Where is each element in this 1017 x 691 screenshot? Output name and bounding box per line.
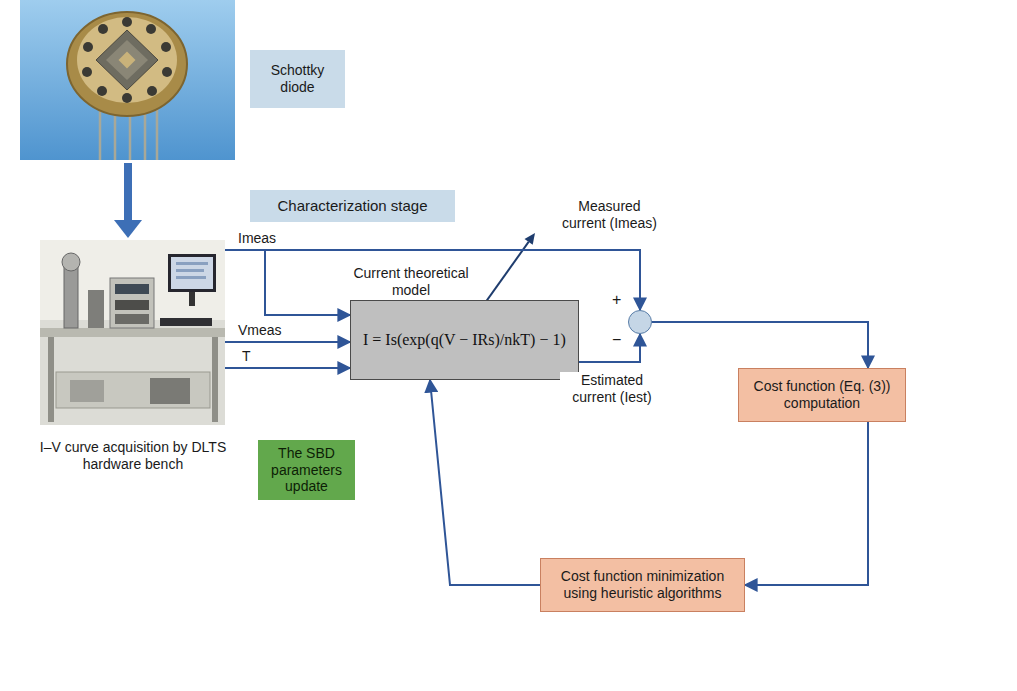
- edge-label: T: [240, 348, 253, 365]
- bench-photo-part: [176, 262, 208, 265]
- edge-label: Vmeas: [236, 322, 284, 339]
- diode-photo-part: [114, 110, 117, 160]
- bench-node: I–V curve acquisition by DLTS hardware b…: [40, 240, 225, 425]
- node-text: The SBD parameters update: [264, 445, 349, 495]
- diode-photo: [20, 0, 235, 160]
- bench-photo-part: [171, 257, 213, 289]
- stage-arrow: [114, 163, 142, 238]
- bench-photo-part: [212, 337, 218, 422]
- summing-junction: +−: [628, 310, 652, 334]
- update-box: The SBD parameters update: [258, 440, 355, 500]
- bench-photo-part: [48, 337, 54, 422]
- bench-photo-part: [168, 254, 216, 292]
- node-subtext: I = Is(exp(q(V − IRs)/nkT) − 1): [363, 330, 566, 349]
- bench-photo-part: [88, 290, 104, 328]
- diode-photo-part: [162, 67, 172, 77]
- diode-photo-part: [129, 110, 132, 160]
- bench-photo-part: [150, 378, 190, 404]
- signal-arrow: [430, 380, 540, 585]
- signal-arrow: [745, 422, 868, 585]
- edge-label: Estimated current (Iest): [560, 372, 664, 406]
- diode-photo-part: [144, 110, 147, 160]
- bench-photo-part: [62, 253, 80, 271]
- diode-photo-part: [161, 42, 171, 52]
- node-text: Cost function minimization using heurist…: [547, 568, 738, 602]
- diode-photo-part: [122, 93, 132, 103]
- bench-photo-part: [40, 240, 225, 425]
- diode-photo-part: [67, 12, 187, 116]
- signal-label: Imeas: [236, 230, 278, 247]
- signal-arrow: [225, 250, 350, 315]
- bench-photo-part: [40, 328, 225, 337]
- diode-photo-part: [96, 30, 158, 90]
- parameter-update-arrow-part: [525, 233, 536, 245]
- stage-arrow-part: [114, 220, 142, 238]
- diode-photo-part: [97, 86, 107, 96]
- diode-photo-part: [106, 40, 148, 80]
- diode-photo-part: [83, 42, 93, 52]
- diode-photo-part: [99, 108, 102, 160]
- bench-photo-part: [110, 278, 154, 328]
- stage-arrow-part: [124, 163, 132, 222]
- process-box: Cost function minimization using heurist…: [540, 558, 745, 612]
- model-box: Current theoretical modelI = Is(exp(q(V …: [350, 300, 579, 380]
- bench-photo-part: [56, 372, 210, 408]
- diode-photo-part: [98, 24, 108, 34]
- bench-photo: [40, 240, 225, 425]
- node-text: +: [612, 290, 621, 309]
- edge-label: Measured current (Imeas): [555, 198, 664, 232]
- label-box: Schottky diode: [250, 50, 345, 108]
- signal-arrow: [652, 322, 868, 368]
- node-text: Cost function (Eq. (3)) computation: [745, 378, 899, 412]
- diode-photo-part: [147, 86, 157, 96]
- signal-arrow: [225, 367, 350, 369]
- bench-photo-part: [115, 300, 149, 310]
- bench-photo-part: [70, 380, 104, 402]
- bench-photo-part: [160, 318, 212, 326]
- bench-photo-part: [189, 292, 195, 306]
- node-text: Current theoretical model: [341, 265, 481, 299]
- process-box: Cost function (Eq. (3)) computation: [738, 368, 906, 422]
- diode-photo-part: [122, 17, 132, 27]
- diode-photo-part: [119, 52, 136, 69]
- diode-photo-part: [156, 106, 159, 160]
- signal-arrow: [579, 334, 640, 362]
- bench-photo-part: [115, 314, 149, 324]
- diode-photo-part: [146, 24, 156, 34]
- stage-box: Characterization stage: [250, 190, 455, 222]
- node-subtext: −: [612, 330, 621, 349]
- bench-photo-part: [64, 262, 78, 328]
- signal-arrow: [225, 341, 350, 343]
- diode-photo-part: [20, 0, 235, 160]
- bench-photo-part: [176, 276, 206, 279]
- diode-photo-part: [82, 67, 92, 77]
- node-text: Schottky diode: [256, 62, 339, 96]
- bench-photo-part: [115, 284, 149, 294]
- bench-photo-part: [176, 269, 204, 272]
- node-text: I–V curve acquisition by DLTS hardware b…: [28, 439, 238, 473]
- diode-photo-part: [77, 17, 177, 103]
- node-text: Characterization stage: [277, 197, 427, 215]
